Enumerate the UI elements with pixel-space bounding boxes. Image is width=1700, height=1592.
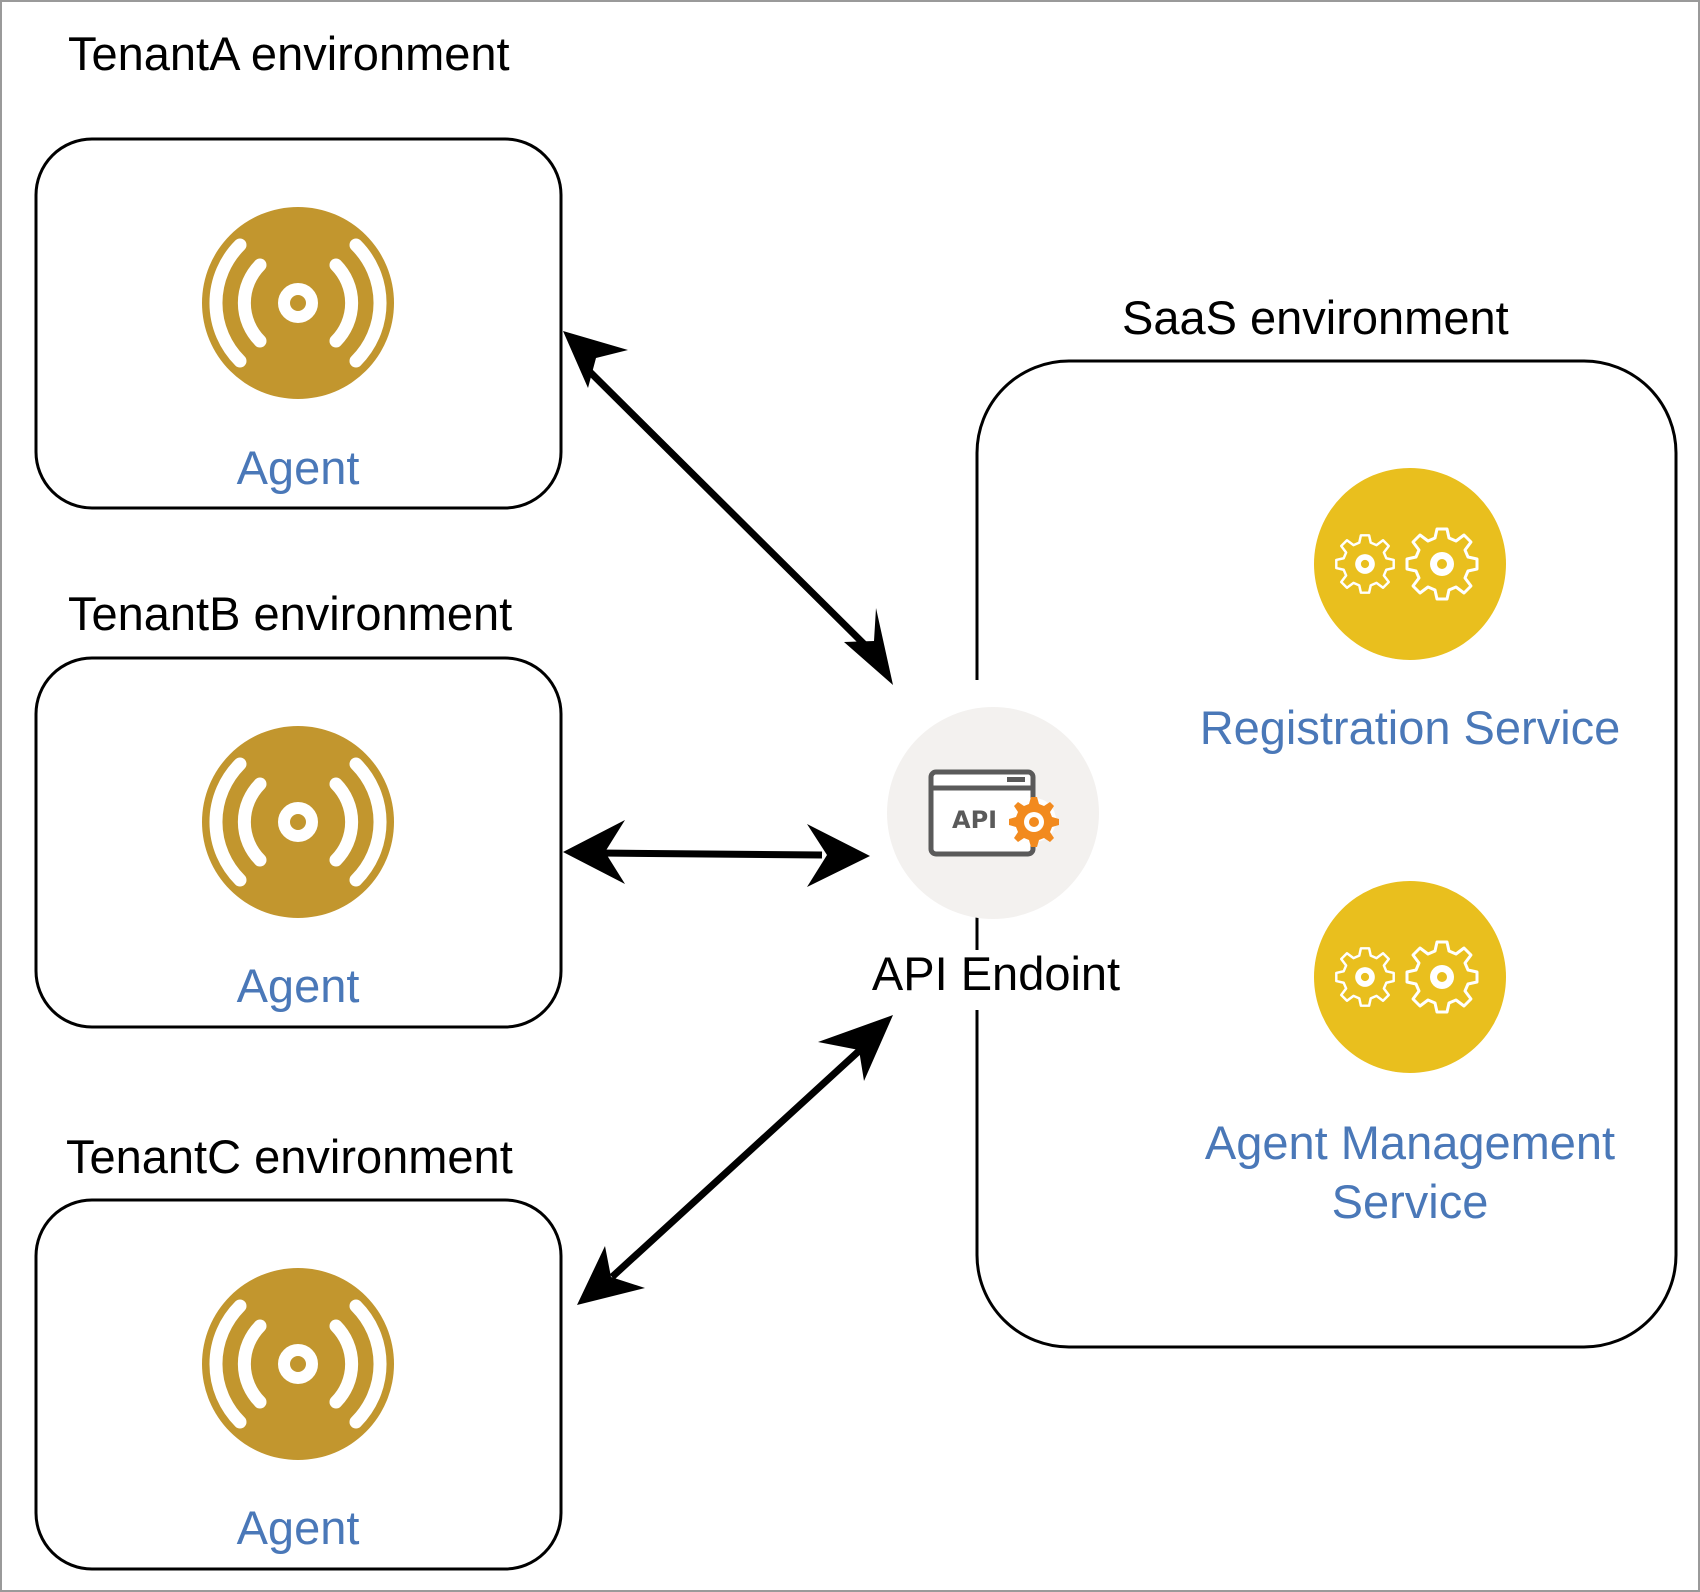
wireless-broadcast-icon <box>202 207 394 399</box>
saas-environment: SaaS environment Registration Service Ag… <box>975 291 1678 1349</box>
saas-border-gap <box>965 950 995 1010</box>
gears-icon <box>1314 881 1506 1073</box>
connection-line <box>599 849 823 859</box>
api-gear-icon: API <box>928 769 1059 857</box>
connection-tenant-b-api <box>563 820 870 887</box>
tenant-b-agent-label: Agent <box>237 959 360 1012</box>
saas-env-label: SaaS environment <box>1122 291 1509 344</box>
arrowhead-api-bottom <box>818 1015 893 1081</box>
wireless-broadcast-icon <box>202 726 394 918</box>
connection-line <box>609 1047 863 1280</box>
arrowhead-tenant-a <box>563 331 628 388</box>
arrowhead-tenant-b <box>563 820 625 884</box>
api-endpoint: API API Endoint <box>872 707 1120 1000</box>
registration-service-label: Registration Service <box>1200 701 1621 754</box>
gears-icon <box>1314 468 1506 660</box>
api-icon-text: API <box>952 806 997 834</box>
tenant-b-env-label: TenantB environment <box>68 587 512 640</box>
agent-management-service-label-line-2: Service <box>1332 1175 1489 1228</box>
arrowhead-api-top <box>844 608 893 685</box>
api-endpoint-label: API Endoint <box>872 947 1120 1000</box>
tenant-a-env-label: TenantA environment <box>68 27 510 80</box>
tenant-c-env-label: TenantC environment <box>66 1130 513 1183</box>
arrowhead-api-middle <box>807 824 870 887</box>
wireless-broadcast-icon <box>202 1268 394 1460</box>
connection-tenant-c-api <box>577 1015 893 1305</box>
agent-management-service-label-line-1: Agent Management <box>1205 1116 1615 1169</box>
arrowhead-tenant-c <box>577 1246 645 1305</box>
tenant-c-agent-label: Agent <box>237 1501 360 1554</box>
connection-tenant-a-api <box>563 331 893 685</box>
tenant-a-agent-label: Agent <box>237 441 360 494</box>
connection-line <box>585 367 873 653</box>
tenant-a-environment: TenantA environment Agent <box>34 27 563 510</box>
tenant-c-environment: TenantC environment Agent <box>34 1130 563 1571</box>
tenant-b-environment: TenantB environment Agent <box>34 587 563 1029</box>
